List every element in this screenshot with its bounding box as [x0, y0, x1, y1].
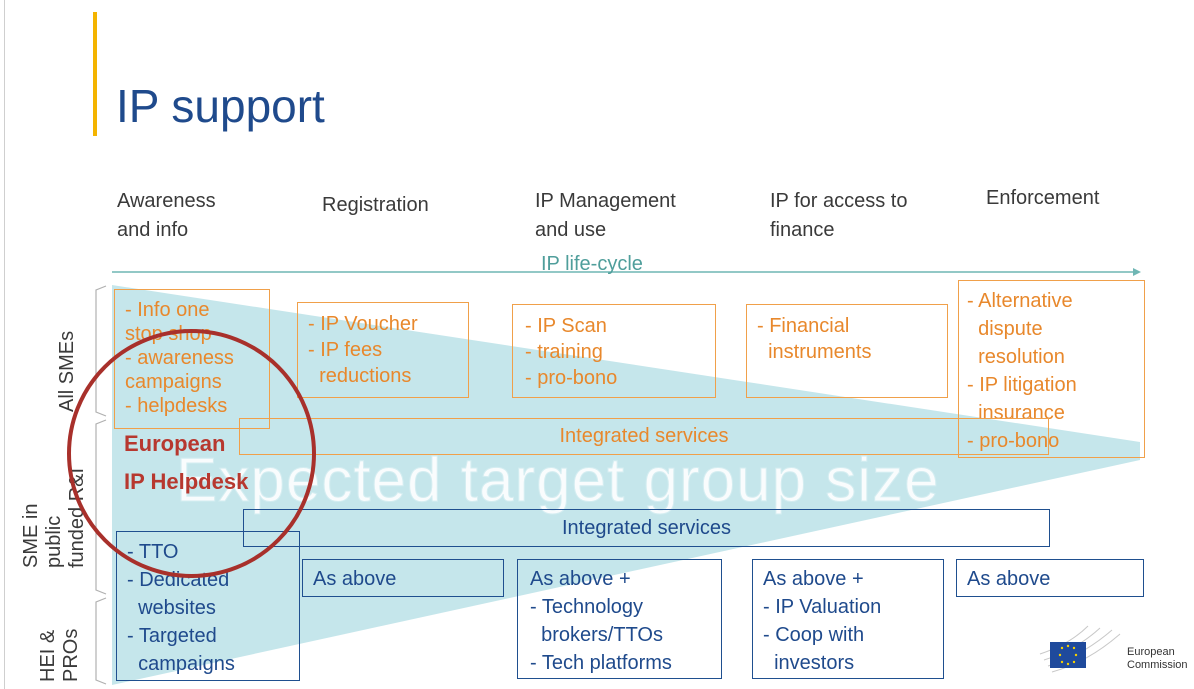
- column-header-enforcement: Enforcement: [986, 187, 1100, 209]
- lifecycle-label: IP life-cycle: [541, 253, 643, 275]
- sme-box-registration: - IP Voucher - IP fees reductions: [297, 302, 469, 398]
- hei-box-registration-text: As above: [313, 568, 397, 590]
- sme-box-ip-finance: - Financial instruments: [746, 304, 948, 398]
- column-header-awareness: Awareness and info: [117, 190, 216, 241]
- hei-box-registration: As above: [302, 559, 504, 597]
- eu-commission-logo-graphic: [1039, 625, 1121, 673]
- sme-box-registration-text: - IP Voucher - IP fees reductions: [308, 313, 418, 387]
- sme-box-enforcement-text: - Alternative dispute resolution - IP li…: [967, 290, 1077, 452]
- lifecycle-arrow-head: [1133, 268, 1141, 276]
- sme-box-ip-finance-text: - Financial instruments: [757, 315, 872, 363]
- integrated-services-blue: Integrated services: [243, 509, 1050, 547]
- hei-box-enforcement-text: As above: [967, 568, 1051, 590]
- row-bracket-hei: [95, 597, 107, 685]
- helpdesk-label: European IP Helpdesk: [124, 431, 249, 494]
- hei-box-ip-finance-text: As above + - IP Valuation - Coop with in…: [763, 568, 882, 674]
- row-label-hei-pros: HEI & PROs: [37, 628, 82, 682]
- column-header-registration: Registration: [322, 194, 429, 216]
- left-frame-line: [4, 0, 5, 689]
- hei-box-ip-management-text: As above + - Technology brokers/TTOs - T…: [530, 568, 672, 674]
- hei-box-enforcement: As above: [956, 559, 1144, 597]
- row-label-all-smes: All SMEs: [56, 330, 78, 412]
- hei-box-ip-finance: As above + - IP Valuation - Coop with in…: [752, 559, 944, 679]
- sme-box-enforcement: - Alternative dispute resolution - IP li…: [958, 280, 1145, 458]
- eu-commission-logo-text: European Commission: [1127, 646, 1188, 671]
- title-accent-bar: [93, 12, 97, 136]
- sme-box-ip-management-text: - IP Scan - training - pro-bono: [525, 315, 618, 389]
- integrated-services-blue-label: Integrated services: [562, 517, 731, 539]
- integrated-services-orange-label: Integrated services: [559, 425, 729, 447]
- target-group-triangle: [112, 285, 1140, 685]
- hei-box-ip-management: As above + - Technology brokers/TTOs - T…: [517, 559, 722, 679]
- page-title: IP support: [116, 80, 325, 132]
- column-header-ip-finance: IP for access to finance: [770, 190, 908, 241]
- sme-box-ip-management: - IP Scan - training - pro-bono: [512, 304, 716, 398]
- helpdesk-highlight-circle: [67, 329, 316, 578]
- column-header-ip-management: IP Management and use: [535, 190, 676, 241]
